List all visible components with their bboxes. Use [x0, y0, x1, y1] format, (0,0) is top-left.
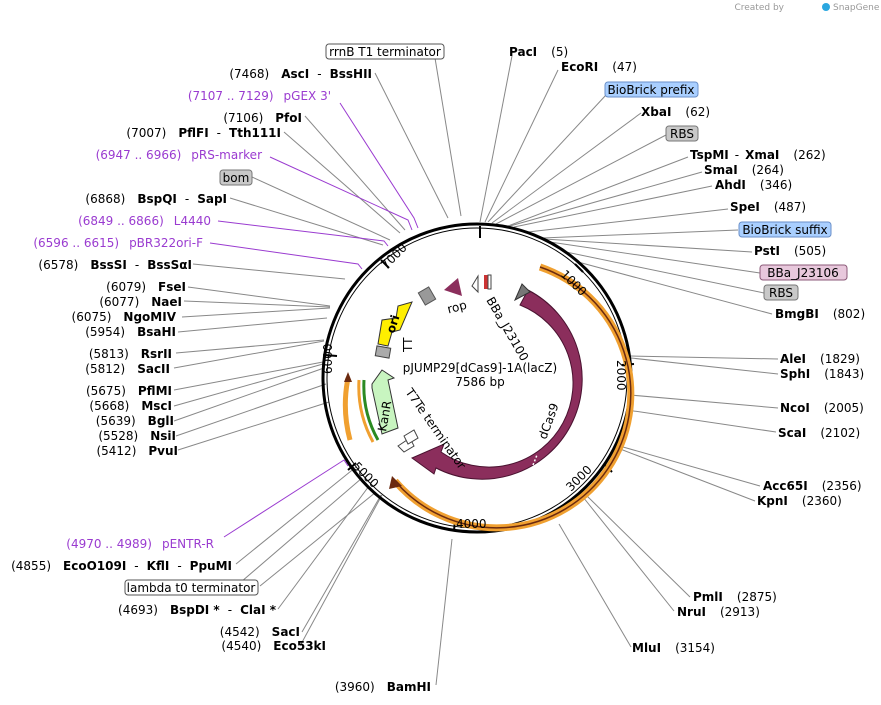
- bba-j23106-label: BBa_J23106: [767, 266, 839, 280]
- tick-label-2000: 2000: [614, 360, 628, 391]
- grey-block: [374, 345, 392, 359]
- lambda-label: lambda t0 terminator: [127, 581, 256, 595]
- credit-text: Created by: [734, 3, 784, 13]
- primer-pgex3[interactable]: (7107 .. 7129)pGEX 3': [188, 89, 331, 103]
- site-ncoi[interactable]: NcoI(2005): [780, 401, 864, 415]
- site-saci[interactable]: (4542)SacI: [220, 625, 300, 639]
- tick-label-6000: 6000: [321, 343, 335, 374]
- site-fsei[interactable]: (6079)FseI: [106, 280, 186, 294]
- orange-small-arc: [342, 377, 353, 441]
- primer-pentr-r[interactable]: (4970 .. 4989)pENTR-R: [66, 537, 214, 551]
- site-ahdi[interactable]: AhdI(346): [715, 178, 792, 192]
- rbs1-label: RBS: [670, 127, 694, 141]
- rop-label: rop: [446, 298, 469, 317]
- rbs2-label: RBS: [769, 286, 793, 300]
- site-sphi[interactable]: SphI(1843): [780, 367, 864, 381]
- orange-feature-arc: [392, 263, 635, 532]
- kanr-band-arc: [362, 379, 380, 441]
- primer-l4440[interactable]: (6849 .. 6866)L4440: [78, 214, 211, 228]
- site-acc65i[interactable]: Acc65I(2356): [763, 479, 862, 493]
- site-scai[interactable]: ScaI(2102): [778, 426, 860, 440]
- site-nrui[interactable]: NruI(2913): [677, 605, 760, 619]
- kanr-arrow: [371, 369, 399, 435]
- bba-j23106-box: [759, 264, 848, 281]
- site-bspdi-clai[interactable]: (4693)BspDI *-ClaI *: [118, 603, 277, 617]
- orange-small-arrowhead: [344, 372, 352, 382]
- bom-box: [219, 169, 253, 186]
- site-kpni[interactable]: KpnI(2360): [757, 494, 842, 508]
- bom-block: [417, 286, 437, 306]
- prefix-box: [604, 81, 699, 98]
- primer-leaders: [209, 102, 419, 538]
- map-name: pJUMP29[dCas9]-1A(lacZ): [403, 361, 557, 375]
- site-nsii[interactable]: (5528)NsiI: [98, 429, 176, 443]
- tt-label: TT: [401, 337, 415, 353]
- rbs2-box: [763, 284, 799, 301]
- site-pmli[interactable]: PmlI(2875): [693, 590, 777, 604]
- site-bsssi-bsssai[interactable]: (6578)BssSI-BssSαI: [38, 258, 192, 272]
- ori-label: ori: [384, 313, 403, 335]
- map-length: 7586 bp: [455, 375, 505, 389]
- kanr-outer-arc: [357, 379, 375, 443]
- rrnb-box: [325, 43, 445, 60]
- site-mlui[interactable]: MluI(3154): [632, 641, 715, 655]
- site-rsrii[interactable]: (5813)RsrII: [89, 347, 172, 361]
- rbs1-box: [665, 125, 699, 142]
- site-ngomiv[interactable]: (6075)NgoMIV: [72, 310, 177, 324]
- site-msci[interactable]: (5668)MscI: [89, 399, 172, 413]
- bom-label: bom: [223, 171, 250, 185]
- tick-label-4000: 4000: [456, 517, 487, 531]
- leader-lines: [173, 55, 779, 686]
- primer-prs-marker[interactable]: (6947 .. 6966)pRS-marker: [96, 148, 262, 162]
- site-pflfi-tth111i[interactable]: (7007)PflFI-Tth111I: [126, 126, 281, 140]
- site-pvui[interactable]: (5412)PvuI: [96, 444, 178, 458]
- primer-pbr322ori-f[interactable]: (6596 .. 6615)pBR322ori-F: [33, 236, 203, 250]
- site-naei[interactable]: (6077)NaeI: [99, 295, 182, 309]
- terminator-2: [403, 429, 419, 445]
- promoter-block-red: [484, 275, 488, 289]
- site-paci[interactable]: PacI(5): [509, 45, 568, 59]
- ori-arrow: [377, 301, 413, 347]
- site-sacii[interactable]: (5812)SacII: [85, 362, 170, 376]
- credit-brand: SnapGene: [833, 3, 880, 13]
- site-ecoo109i-kfli-ppumi[interactable]: (4855)EcoO109I-KflI-PpuMI: [11, 559, 232, 573]
- site-pflmi[interactable]: (5675)PflMI: [86, 384, 172, 398]
- site-bgli[interactable]: (5639)BglI: [96, 414, 174, 428]
- site-xbai[interactable]: XbaI(62): [641, 105, 710, 119]
- site-pfoi[interactable]: (7106)PfoI: [223, 111, 302, 125]
- orange-arc-arrowhead: [389, 476, 402, 489]
- site-alei[interactable]: AleI(1829): [780, 352, 860, 366]
- orange-feature-arc-core: [394, 266, 632, 529]
- rbs-block: [513, 283, 531, 302]
- dcas9-arrow: [411, 289, 583, 480]
- site-asci-bsshii[interactable]: (7468)AscI-BssHII: [229, 67, 372, 81]
- site-smai[interactable]: SmaI(264): [704, 163, 784, 177]
- site-bmgbi[interactable]: BmgBI(802): [775, 307, 865, 321]
- snapgene-logo-icon: [822, 3, 830, 11]
- site-tspmi-xmai[interactable]: TspMI-XmaI(262): [690, 148, 826, 162]
- site-bamhi[interactable]: (3960)BamHI: [335, 680, 431, 694]
- right-sites: PacI(5) EcoRI(47) XbaI(62) TspMI-XmaI(26…: [509, 45, 865, 655]
- lambda-box: [124, 579, 259, 596]
- rop-arrow: [444, 278, 462, 296]
- promoter-block-white: [487, 274, 492, 290]
- prefix-label: BioBrick prefix: [607, 83, 694, 97]
- tick-label-7000: 7000: [378, 241, 409, 272]
- rrnb-label: rrnB T1 terminator: [329, 45, 441, 59]
- suffix-box: [738, 221, 832, 238]
- left-sites: (7468)AscI-BssHII (7106)PfoI (7007)PflFI…: [11, 67, 431, 694]
- suffix-label: BioBrick suffix: [742, 223, 827, 237]
- site-bspqi-sapi[interactable]: (6868)BspQI-SapI: [85, 192, 227, 206]
- promoter-arrow-1: [471, 274, 479, 294]
- site-psti[interactable]: PstI(505): [754, 244, 826, 258]
- site-spei[interactable]: SpeI(487): [730, 200, 806, 214]
- kanr-label: KanR: [375, 400, 394, 433]
- site-bsahi[interactable]: (5954)BsaHI: [85, 325, 176, 339]
- primer-labels: (7107 .. 7129)pGEX 3' (6947 .. 6966)pRS-…: [33, 89, 331, 551]
- site-eco53ki[interactable]: (4540)Eco53kI: [221, 639, 326, 653]
- site-ecori[interactable]: EcoRI(47): [561, 60, 637, 74]
